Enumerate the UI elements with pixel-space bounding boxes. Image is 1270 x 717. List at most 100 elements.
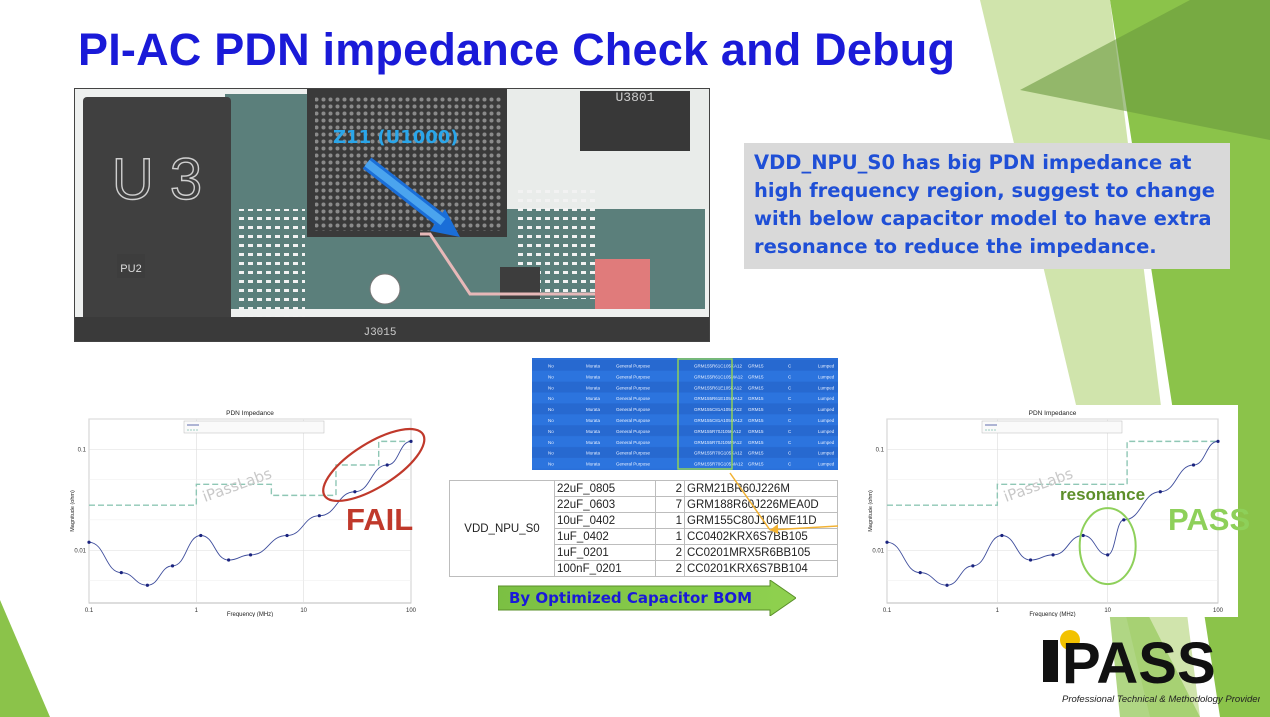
- library-cell: No: [548, 451, 554, 456]
- library-cell: C: [788, 440, 792, 445]
- library-cell: Murata: [586, 396, 601, 401]
- library-cell: General Purpose: [616, 451, 651, 456]
- library-cell: No: [548, 385, 554, 390]
- library-cell: General Purpose: [616, 364, 651, 369]
- bom-size-cell: 1uF_0201: [554, 544, 656, 561]
- bom-net-name: VDD_NPU_S0: [449, 480, 555, 577]
- library-cell: Lumped: [818, 451, 835, 456]
- library-cell: Lumped: [818, 429, 835, 434]
- library-row: [532, 436, 838, 447]
- data-point: [1051, 553, 1055, 557]
- library-cell: GRM15: [748, 451, 764, 456]
- bom-size-cell: 1uF_0402: [554, 528, 656, 545]
- bom-qty-cell: 2: [655, 480, 685, 497]
- library-cell: GRM155R70G105MA12: [694, 462, 744, 467]
- library-cell: GRM15: [748, 374, 764, 379]
- bom-qty-cell: 2: [655, 560, 685, 577]
- pcb-drawing: U 3 U3801 PU2 J30: [75, 89, 709, 341]
- bom-size-cell: 10uF_0402: [554, 512, 656, 529]
- bom-qty-cell: 1: [655, 512, 685, 529]
- library-cell: C: [788, 418, 792, 423]
- library-cell: GRM15: [748, 429, 764, 434]
- library-cell: Murata: [586, 407, 601, 412]
- library-cell: GRM15: [748, 364, 764, 369]
- library-cell: C: [788, 396, 792, 401]
- x-tick-label: 10: [300, 608, 307, 614]
- library-cell: GRM155C81A105KA12: [694, 407, 742, 412]
- library-row: [532, 403, 838, 415]
- data-point: [145, 583, 149, 587]
- data-point: [971, 564, 975, 568]
- target-impedance-line: [89, 440, 411, 506]
- library-cell: No: [548, 374, 554, 379]
- x-tick-label: 0.1: [85, 608, 94, 614]
- library-row: [532, 392, 838, 404]
- library-cell: GRM155C81A105MA12: [694, 418, 743, 423]
- library-cell: No: [548, 364, 554, 369]
- pcb-label-pu2: PU2: [120, 263, 141, 275]
- bom-size-cell: 22uF_0603: [554, 496, 656, 513]
- y-tick-label: 0.01: [872, 548, 884, 554]
- library-cell: GRM155R70G105KA12: [694, 451, 743, 456]
- library-cell: General Purpose: [616, 396, 651, 401]
- library-row: [532, 458, 838, 469]
- data-point: [409, 439, 413, 443]
- library-highlight: [677, 358, 733, 470]
- library-cell: General Purpose: [616, 385, 651, 390]
- library-cell: Murata: [586, 385, 601, 390]
- library-cell: C: [788, 364, 792, 369]
- library-cell: No: [548, 396, 554, 401]
- pcb-label-z11: Z11 (U1000): [333, 127, 459, 148]
- logo-text: PASS: [1062, 631, 1216, 696]
- data-point: [170, 564, 175, 568]
- target-impedance-line: [887, 440, 1218, 506]
- library-cell: GRM155R61E105KA12: [694, 385, 742, 390]
- pcb-label-u3801: U3801: [615, 90, 654, 105]
- data-point: [1000, 533, 1004, 538]
- chart-title: PDN Impedance: [1029, 410, 1077, 417]
- bom-part-cell: GRM21BR60J226M: [684, 480, 838, 497]
- left-green-decoration: [0, 600, 50, 717]
- library-cell: C: [788, 407, 792, 412]
- library-cell: Murata: [586, 462, 601, 467]
- bom-size-cell: 22uF_0805: [554, 480, 656, 497]
- data-point: [353, 490, 357, 494]
- library-cell: General Purpose: [616, 418, 651, 423]
- library-cell: GRM155R61C105KA12: [694, 364, 743, 369]
- library-cell: No: [548, 407, 554, 412]
- library-cell: C: [788, 429, 792, 434]
- data-point: [248, 553, 253, 557]
- data-point: [1122, 518, 1126, 522]
- library-cell: Lumped: [818, 440, 835, 445]
- x-tick-label: 100: [406, 608, 417, 614]
- library-cell: General Purpose: [616, 440, 651, 445]
- library-cell: GRM155R61C105MA12: [694, 374, 743, 379]
- library-cell: GRM15: [748, 462, 764, 467]
- library-cell: C: [788, 374, 792, 379]
- data-point: [1158, 490, 1162, 494]
- data-point: [1106, 553, 1110, 557]
- library-cell: General Purpose: [616, 462, 651, 467]
- library-cell: Lumped: [818, 364, 835, 369]
- library-cell: No: [548, 429, 554, 434]
- data-point: [918, 571, 922, 575]
- library-row: [532, 381, 838, 393]
- library-cell: GRM155R61E105MA12: [694, 396, 743, 401]
- x-axis-label: Frequency (MHz): [227, 612, 273, 617]
- library-cell: No: [548, 462, 554, 467]
- data-point: [1028, 558, 1033, 562]
- pcb-label-u3: U 3: [112, 147, 202, 212]
- library-cell: Murata: [586, 440, 601, 445]
- x-tick-label: 100: [1213, 608, 1224, 614]
- bom-arrow: [498, 580, 796, 616]
- bom-qty-cell: 1: [655, 528, 685, 545]
- y-tick-label: 0.01: [74, 548, 86, 554]
